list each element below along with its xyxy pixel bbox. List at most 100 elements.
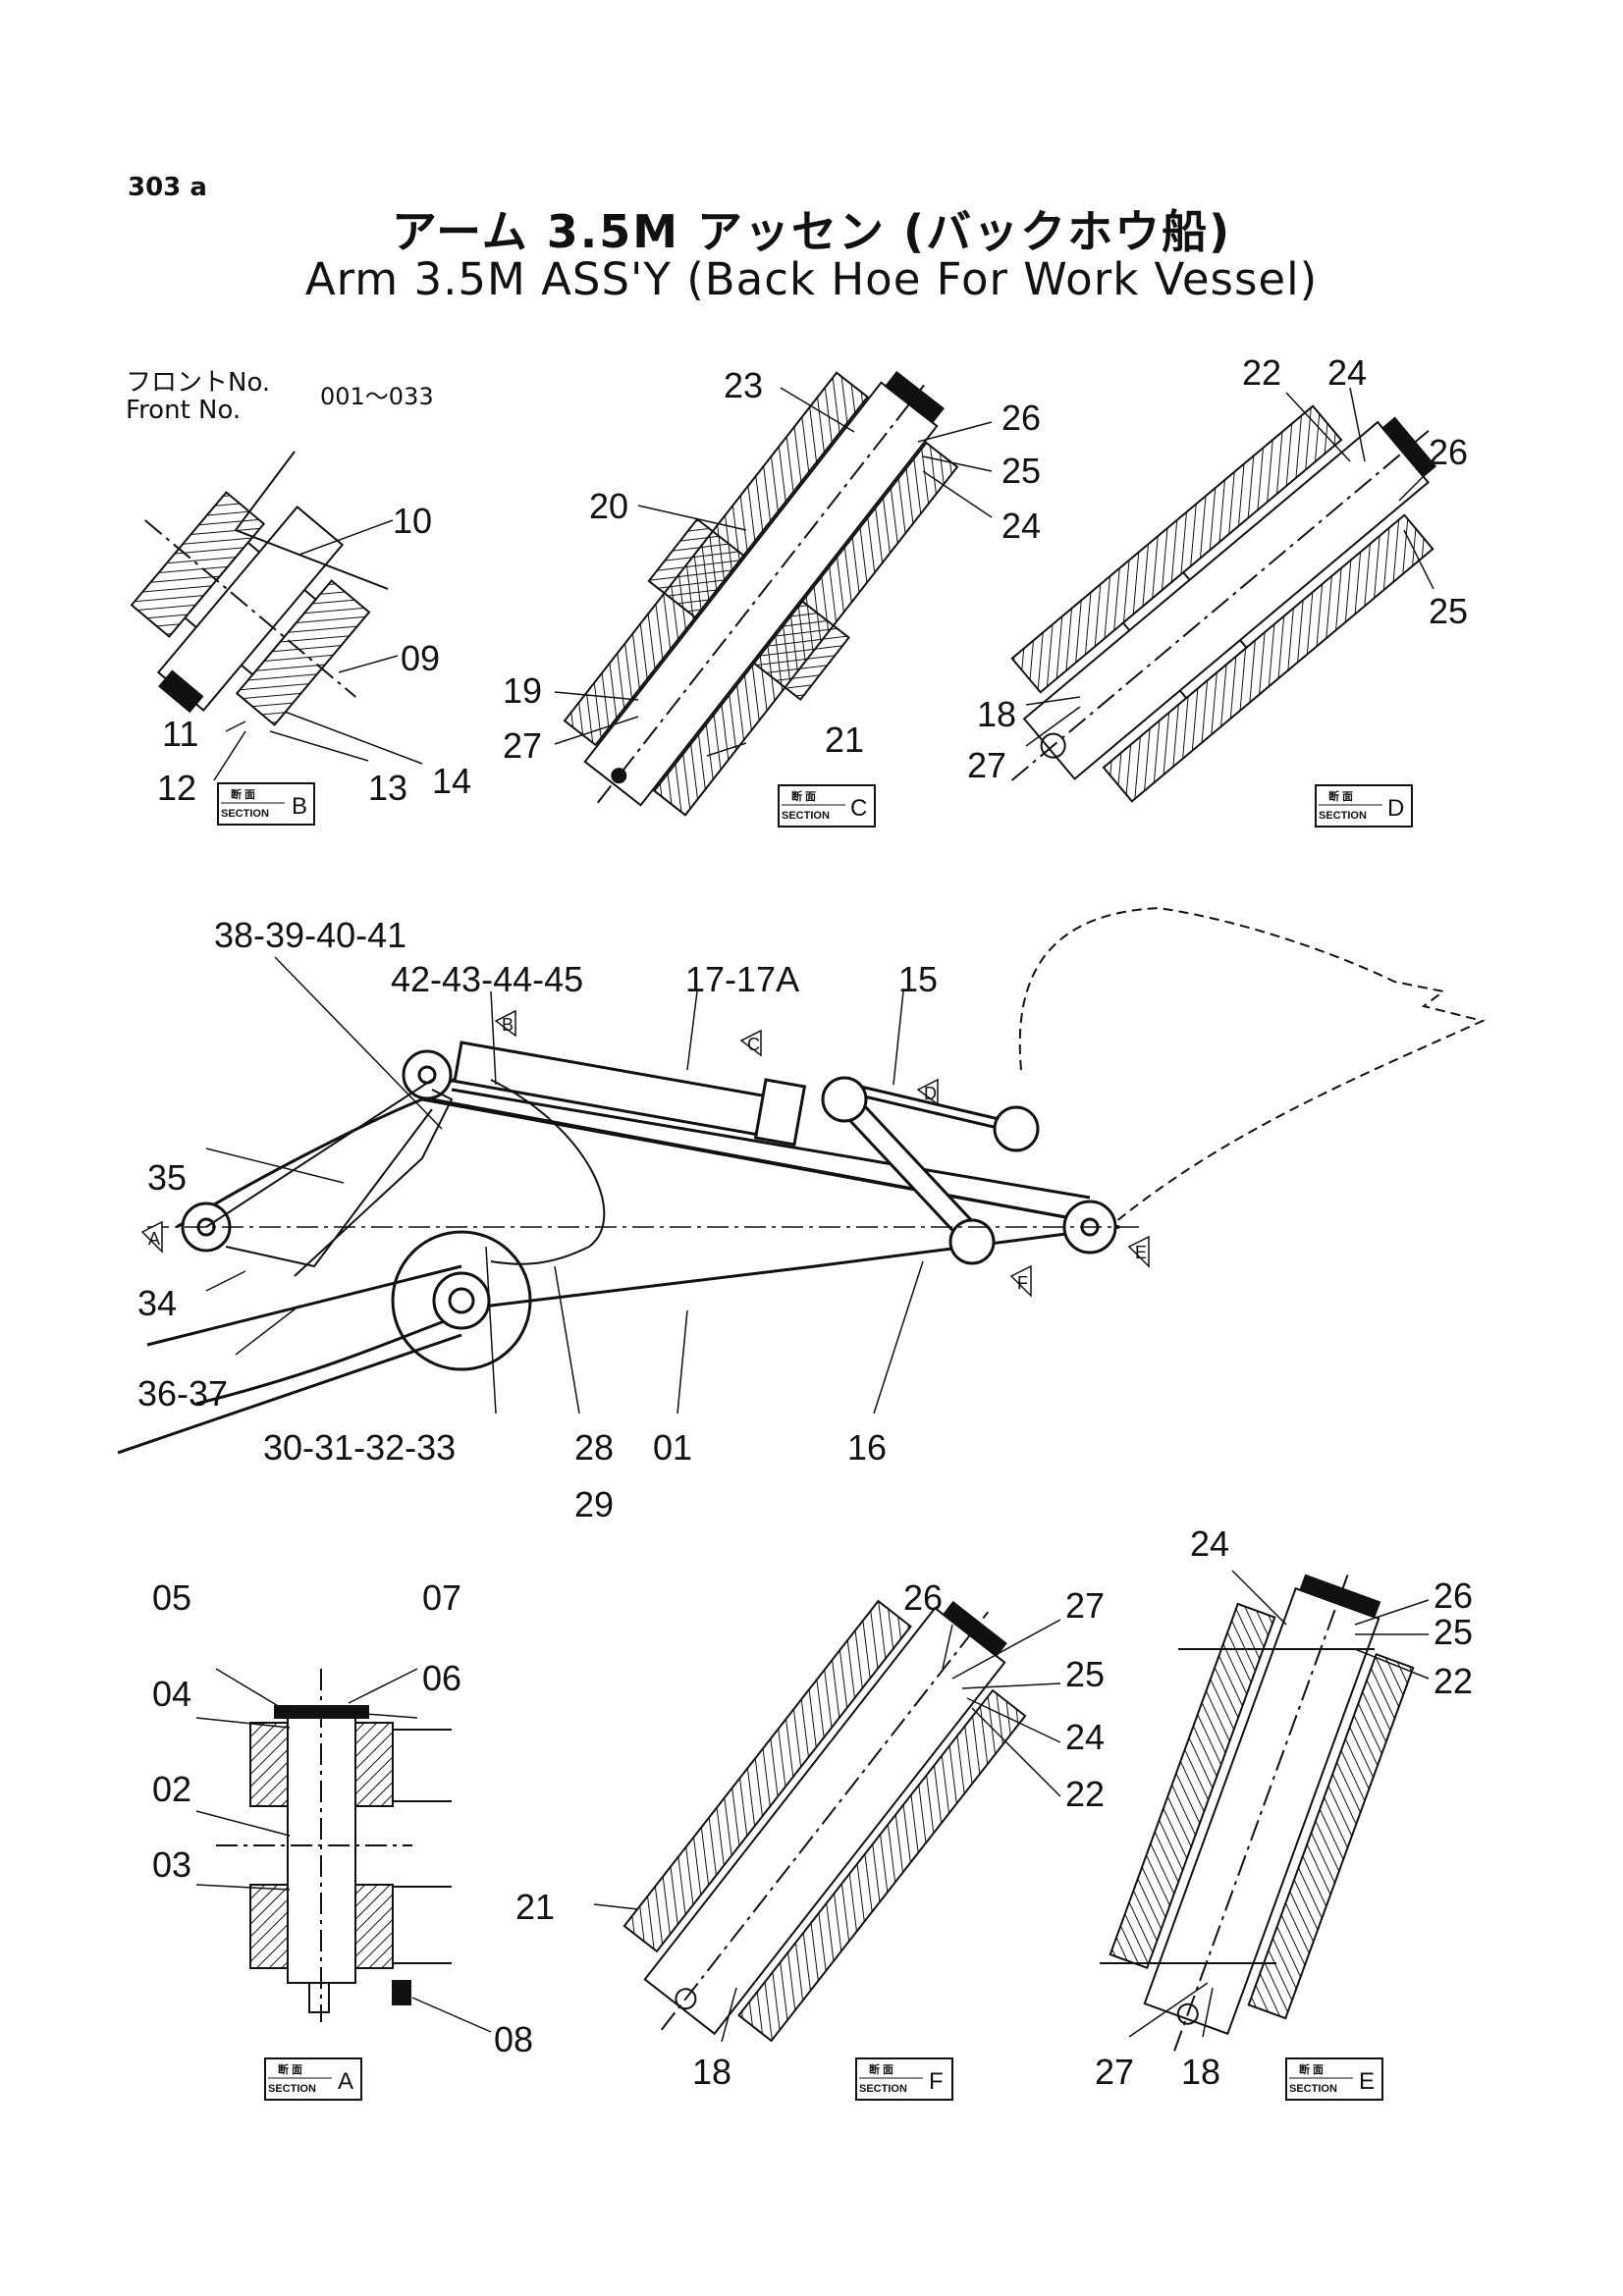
section-e-drawing — [1100, 1571, 1415, 2052]
label-main-42-45: 42-43-44-45 — [391, 959, 583, 999]
label-f-24: 24 — [1065, 1717, 1105, 1757]
section-caption-c: 断 面 SECTION C — [778, 784, 876, 828]
label-f-25: 25 — [1065, 1654, 1105, 1694]
label-main-36-37: 36-37 — [137, 1373, 228, 1414]
title-japanese: アーム 3.5M アッセン (バックホウ船) — [391, 205, 1232, 258]
section-d-caption-jp: 断 面 — [1328, 789, 1353, 803]
label-c-20: 20 — [589, 486, 628, 526]
label-a-02: 02 — [152, 1769, 191, 1809]
label-d-26: 26 — [1429, 432, 1468, 472]
label-a-06: 06 — [422, 1658, 461, 1698]
front-number-block: フロントNo. Front No. 001～033 — [126, 368, 434, 425]
section-a-caption-en: SECTION — [268, 2083, 316, 2095]
label-d-18: 18 — [977, 694, 1016, 734]
label-b-09: 09 — [401, 638, 440, 678]
label-d-27: 27 — [967, 745, 1006, 785]
label-c-25: 25 — [1001, 451, 1041, 491]
section-c-drawing — [563, 370, 959, 817]
section-mark-letters: A B C D E F — [148, 1015, 1147, 1293]
label-d-24: 24 — [1327, 352, 1367, 393]
section-c-letter: C — [850, 795, 867, 822]
label-e-24: 24 — [1190, 1523, 1229, 1564]
label-f-27: 27 — [1065, 1585, 1105, 1626]
label-c-24: 24 — [1001, 506, 1041, 546]
label-d-25: 25 — [1429, 591, 1468, 631]
front-number-range: 001～033 — [320, 383, 434, 410]
label-main-35: 35 — [147, 1157, 187, 1198]
label-b-11: 11 — [162, 714, 198, 754]
label-main-28: 28 — [574, 1427, 614, 1468]
label-f-26: 26 — [903, 1577, 943, 1618]
section-f-caption-jp: 断 面 — [869, 2062, 893, 2076]
arm-assembly-main-view — [117, 906, 1487, 1455]
part-labels: 10 09 11 12 13 14 23 26 25 24 20 19 27 2… — [137, 352, 1473, 2092]
label-main-15: 15 — [898, 959, 938, 999]
label-c-26: 26 — [1001, 398, 1041, 438]
page-number: 303 a — [128, 173, 207, 202]
leader-lines — [195, 387, 1434, 2043]
label-e-25: 25 — [1434, 1612, 1473, 1652]
label-d-22: 22 — [1242, 352, 1281, 393]
section-f-letter: F — [929, 2068, 944, 2095]
label-e-26: 26 — [1434, 1575, 1473, 1616]
section-e-letter: E — [1359, 2068, 1375, 2095]
label-main-38-41: 38-39-40-41 — [214, 915, 406, 955]
section-f-caption-en: SECTION — [859, 2083, 907, 2095]
mark-a: A — [148, 1229, 160, 1249]
section-caption-b: 断 面 SECTION B — [217, 782, 315, 826]
title-english: Arm 3.5M ASS'Y (Back Hoe For Work Vessel… — [304, 253, 1319, 305]
label-c-27: 27 — [503, 725, 542, 766]
section-caption-d: 断 面 SECTION D — [1315, 784, 1413, 828]
label-a-07: 07 — [422, 1577, 461, 1618]
label-b-14: 14 — [432, 761, 471, 801]
label-main-16: 16 — [847, 1427, 887, 1468]
section-d-drawing — [1010, 404, 1437, 803]
label-e-18: 18 — [1181, 2052, 1220, 2092]
section-c-caption-en: SECTION — [782, 810, 830, 822]
label-e-22: 22 — [1434, 1661, 1473, 1701]
mark-c: C — [747, 1035, 760, 1054]
mark-d: D — [924, 1084, 937, 1103]
section-mark-tags — [140, 1009, 1150, 1298]
label-b-12: 12 — [157, 768, 196, 808]
section-c-caption-jp: 断 面 — [791, 789, 816, 803]
section-d-letter: D — [1387, 795, 1404, 822]
label-main-17: 17-17A — [685, 959, 799, 999]
label-b-10: 10 — [393, 501, 432, 541]
section-b-letter: B — [292, 793, 307, 820]
section-e-caption-en: SECTION — [1289, 2083, 1337, 2095]
label-f-21: 21 — [515, 1887, 555, 1927]
section-b-drawing — [130, 451, 389, 726]
section-b-caption-en: SECTION — [221, 808, 269, 820]
section-f-drawing — [622, 1599, 1027, 2043]
section-a-drawing — [216, 1669, 452, 2022]
label-b-13: 13 — [368, 768, 407, 808]
front-label-en: Front No. — [126, 396, 242, 425]
section-e-caption-jp: 断 面 — [1299, 2062, 1324, 2076]
mark-b: B — [502, 1015, 514, 1035]
label-main-01: 01 — [653, 1427, 692, 1468]
section-a-caption-jp: 断 面 — [278, 2062, 302, 2076]
label-f-22: 22 — [1065, 1774, 1105, 1814]
label-a-04: 04 — [152, 1674, 191, 1714]
mark-f: F — [1017, 1273, 1028, 1293]
section-caption-e: 断 面 SECTION E — [1285, 2057, 1383, 2101]
section-caption-a: 断 面 SECTION A — [264, 2057, 362, 2101]
section-b-caption-jp: 断 面 — [231, 787, 255, 801]
label-a-05: 05 — [152, 1577, 191, 1618]
front-label-jp: フロントNo. — [126, 368, 271, 398]
label-main-34: 34 — [137, 1283, 177, 1323]
label-f-18: 18 — [692, 2052, 731, 2092]
section-d-caption-en: SECTION — [1319, 810, 1367, 822]
label-e-27: 27 — [1095, 2052, 1134, 2092]
label-c-21: 21 — [825, 720, 864, 760]
section-caption-f: 断 面 SECTION F — [855, 2057, 953, 2101]
label-main-29: 29 — [574, 1484, 614, 1524]
label-a-08: 08 — [494, 2019, 533, 2059]
mark-e: E — [1135, 1243, 1147, 1262]
label-main-30-33: 30-31-32-33 — [263, 1427, 456, 1468]
section-a-letter: A — [338, 2068, 353, 2095]
label-c-19: 19 — [503, 670, 542, 711]
